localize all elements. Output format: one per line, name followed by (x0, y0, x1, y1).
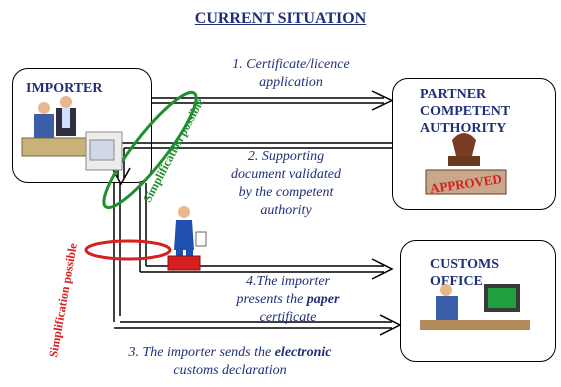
step-3-line1-pre: 3. The importer sends the (128, 345, 275, 360)
approved-stamp: APPROVED (425, 133, 507, 196)
step-2-line2: document validated (230, 167, 342, 182)
authority-label-line2: COMPETENT (420, 104, 511, 119)
step-4-label: 4.The importer presents the paper certif… (208, 273, 368, 327)
step-4-line2: presents the paper (208, 291, 368, 309)
step-3-line2: customs declaration (173, 363, 287, 378)
customs-officer-illustration (420, 284, 530, 330)
step-2-line3: by the competent (238, 185, 334, 200)
step-2-line1: 2. Supporting (247, 149, 325, 164)
authority-label-line1: PARTNER (420, 87, 487, 102)
step-2-line4: authority (260, 203, 312, 218)
step-1-label: 1. Certificate/licence application (196, 56, 386, 92)
step-3-label: 3. The importer sends the electronic cus… (60, 344, 400, 380)
green-ellipse (102, 90, 198, 210)
step-3-line1-bold: electronic (274, 345, 332, 360)
importer-people-illustration (21, 96, 123, 171)
step-3-line1: 3. The importer sends the electronic (60, 344, 400, 362)
step-4-line3: certificate (259, 310, 317, 325)
step-2-label: 2. Supporting document validated by the … (196, 148, 376, 220)
customs-box (400, 240, 556, 362)
authority-label-line3: AUTHORITY (420, 121, 507, 136)
businessman-illustration (167, 206, 207, 271)
authority-label: PARTNER COMPETENT AUTHORITY (420, 86, 510, 137)
customs-label-line1: CUSTOMS (430, 257, 499, 272)
step-4-line2-bold: paper (306, 292, 340, 307)
importer-label: IMPORTER (26, 81, 103, 96)
arrow-certificate-application (152, 90, 394, 111)
step-1-line1: 1. Certificate/licence (232, 57, 350, 72)
red-ellipse (84, 239, 172, 261)
arrow-electronic-declaration (114, 314, 402, 336)
diagram-title: CURRENT SITUATION (194, 10, 367, 27)
step-4-line2-pre: presents the (236, 292, 307, 307)
step-1-line2: application (259, 75, 323, 90)
step-4-line1: 4.The importer (246, 274, 330, 289)
